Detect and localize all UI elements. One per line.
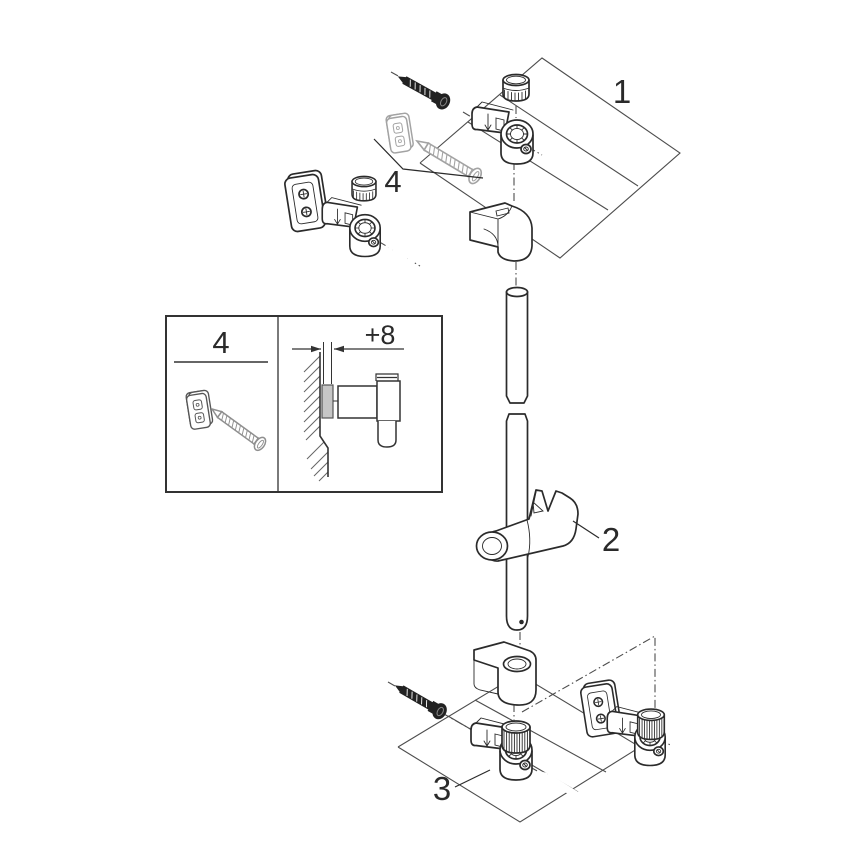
extension-lines (323, 342, 332, 384)
bracket-side-view (333, 373, 401, 448)
wall-hatching (303, 355, 329, 482)
inset-detail-box: 4 +8 (165, 315, 443, 493)
callout-3-leader (454, 769, 491, 788)
callout-1: 1 (613, 73, 631, 110)
wall-holder-cover (469, 202, 533, 262)
slide-rail (505, 286, 529, 631)
dimension: +8 (292, 320, 404, 353)
bottom-right-assembly (578, 678, 702, 769)
callout-labels: 1 2 3 4 (384, 73, 631, 807)
top-pin-screw (394, 69, 453, 112)
left-short-screw (383, 240, 418, 269)
callout-4-leader (373, 138, 484, 179)
left-wall-plate (282, 168, 331, 234)
callout-3: 3 (433, 770, 451, 807)
callout-2-leader (572, 520, 600, 539)
bottom-pin-screw (391, 678, 450, 722)
inset-dimension-label: +8 (365, 320, 396, 350)
callout-4: 4 (384, 164, 401, 199)
bottom-locking-knob (501, 720, 531, 754)
left-end-cap (351, 175, 377, 202)
right-short-screw (668, 740, 702, 769)
inset-left-cell: 4 (174, 325, 269, 454)
bottom-bracket-assembly (391, 678, 596, 811)
inset-anchor (184, 389, 215, 431)
spacer (321, 384, 334, 419)
slider-holder (475, 489, 579, 562)
corner-elbow (473, 641, 537, 706)
top-end-cap (502, 73, 530, 102)
inset-callout-4: 4 (212, 325, 229, 360)
left-bracket (321, 196, 382, 258)
rail-pin-hole (519, 619, 524, 625)
right-locking-knob (636, 708, 666, 741)
inset-right-cell: +8 (292, 320, 404, 482)
wall-edge (319, 352, 329, 477)
callout-2: 2 (602, 521, 620, 558)
top-bracket-assembly (394, 69, 599, 193)
